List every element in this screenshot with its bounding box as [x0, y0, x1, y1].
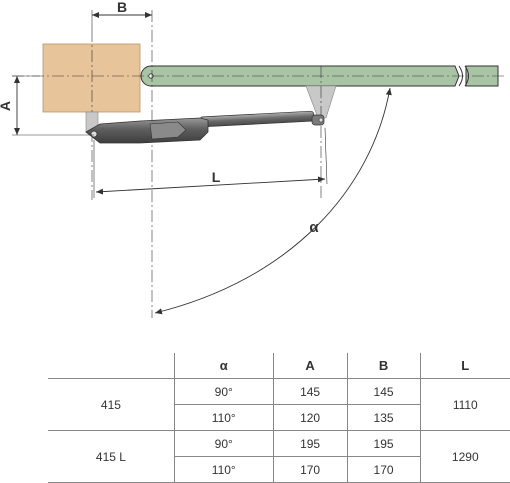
cell-model: 415 L — [48, 430, 175, 483]
cell-b: 195 — [346, 430, 421, 457]
cell-b: 170 — [346, 456, 421, 483]
header-l: L — [419, 353, 510, 379]
opening-angle: α — [154, 87, 392, 315]
header-model — [48, 353, 174, 379]
header-b: B — [346, 353, 421, 379]
cell-l: 1110 — [419, 378, 510, 431]
table-row: 415 L 90° 195 195 1290 — [48, 430, 510, 483]
label-a: A — [0, 101, 13, 111]
table-row: 415 90° 145 145 1110 — [48, 378, 510, 431]
label-alpha: α — [309, 219, 319, 236]
specification-table: α A B L 415 90° 145 145 1110 110° 120 13… — [48, 353, 510, 483]
header-a: A — [272, 353, 348, 379]
cell-alpha: 110° — [173, 404, 274, 431]
cell-model: 415 — [48, 378, 175, 431]
label-b: B — [117, 0, 127, 15]
label-l: L — [212, 169, 221, 185]
cell-a: 195 — [272, 430, 348, 457]
table-header-row: α A B L — [48, 353, 510, 379]
cell-a: 120 — [272, 404, 348, 431]
cell-l: 1290 — [419, 430, 510, 483]
header-alpha: α — [173, 353, 274, 379]
cell-alpha: 110° — [173, 456, 274, 483]
cell-alpha: 90° — [173, 430, 274, 457]
cell-a: 170 — [272, 456, 348, 483]
installation-diagram: B A L α — [0, 0, 505, 318]
cell-b: 145 — [346, 378, 421, 405]
pillar — [42, 43, 141, 113]
cell-b: 135 — [346, 404, 421, 431]
cell-alpha: 90° — [173, 378, 274, 405]
cell-a: 145 — [272, 378, 348, 405]
table-row: 110° 120 135 — [48, 404, 510, 431]
gate-operator — [85, 110, 325, 144]
dimension-a: A — [0, 75, 94, 136]
table-row: 110° 170 170 — [48, 456, 510, 483]
dimension-b: B — [91, 0, 152, 30]
